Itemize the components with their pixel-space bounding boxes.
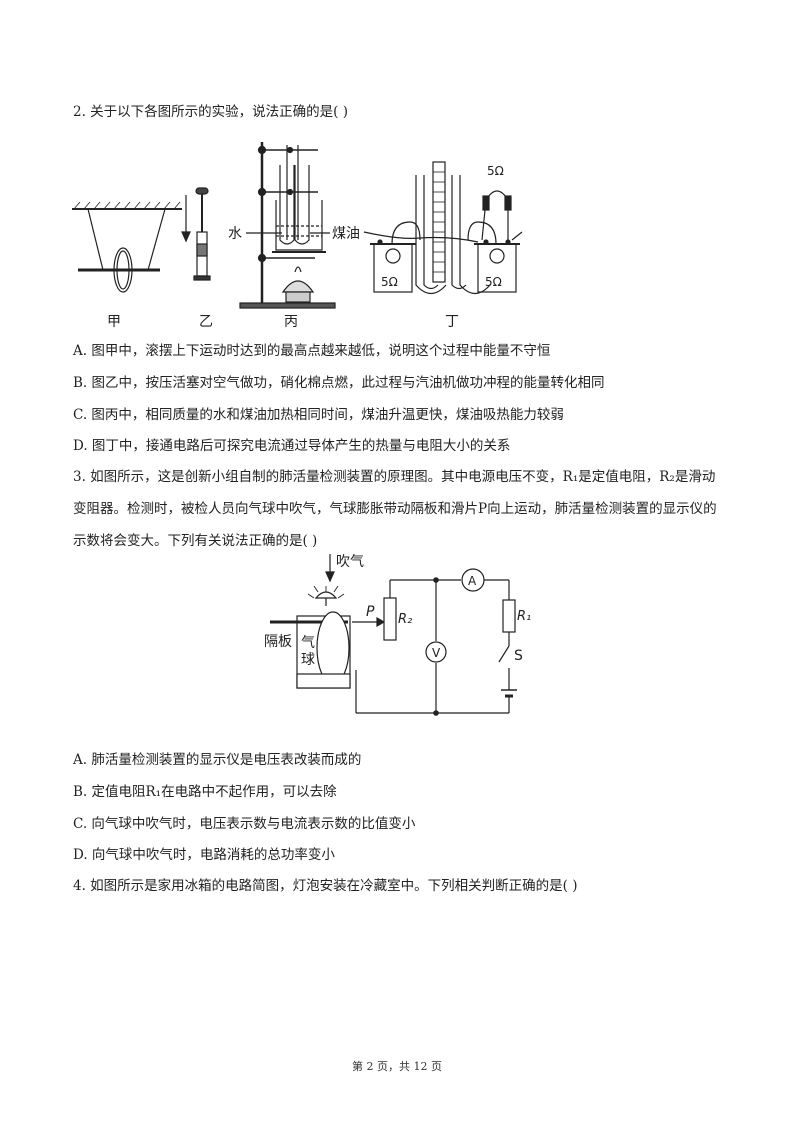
caption-bing: 丙: [284, 314, 298, 330]
q3-circuit-figure: 吹气 隔板 气 球 P R₂ R₁ A V S: [264, 554, 531, 716]
label-kerosene: 煤油: [332, 226, 360, 242]
label-r-left: 5Ω: [381, 275, 398, 289]
q2-figures: 水 煤油: [72, 142, 523, 330]
figure-bing-heating: [239, 142, 336, 309]
q2-option-d: D. 图丁中，接通电路后可探究电流通过导体产生的热量与电阻大小的关系: [73, 438, 511, 454]
q3-option-a: A. 肺活量检测装置的显示仪是电压表改装而成的: [73, 752, 362, 768]
label-voltmeter: V: [432, 646, 441, 660]
label-r1: R₁: [517, 609, 531, 624]
figure-ding-joule: [363, 161, 523, 295]
figure-yi-air-pump: [181, 187, 211, 281]
q3-stem: 3. 如图所示，这是创新小组自制的肺活量检测装置的原理图。其中电源电压不变，R₁…: [73, 469, 717, 549]
label-partition: 隔板: [264, 634, 292, 650]
caption-jia: 甲: [107, 314, 121, 330]
q3-option-b: B. 定值电阻R₁在电路中不起作用，可以去除: [73, 784, 337, 800]
label-switch: S: [514, 648, 523, 664]
label-balloon-2: 球: [301, 652, 315, 668]
q4-stem: 4. 如图所示是家用冰箱的电路简图，灯泡安装在冷藏室中。下列相关判断正确的是( …: [73, 878, 578, 894]
q2-option-c: C. 图丙中，相同质量的水和煤油加热相同时间，煤油升温更快，煤油吸热能力较弱: [73, 407, 564, 423]
q3-option-d: D. 向气球中吹气时，电路消耗的总功率变小: [73, 847, 335, 863]
label-ammeter: A: [468, 574, 477, 588]
q2-stem: 2. 关于以下各图所示的实验，说法正确的是( ): [73, 104, 348, 120]
caption-yi: 乙: [199, 314, 213, 330]
label-water: 水: [228, 226, 242, 242]
label-r2: R₂: [398, 612, 412, 627]
caption-ding: 丁: [445, 314, 459, 330]
label-r-right: 5Ω: [485, 275, 502, 289]
q2-option-b: B. 图乙中，按压活塞对空气做功，硝化棉点燃，此过程与汽油机做功冲程的能量转化相…: [73, 375, 605, 391]
label-r-top: 5Ω: [487, 164, 504, 178]
figure-jia-maxwell-wheel: [72, 201, 182, 293]
q2-option-a: A. 图甲中，滚摆上下运动时达到的最高点越来越低，说明这个过程中能量不守恒: [73, 343, 551, 359]
q3-option-c: C. 向气球中吹气时，电压表示数与电流表示数的比值变小: [73, 816, 416, 832]
label-balloon-1: 气: [301, 635, 315, 651]
label-slider-p: P: [366, 604, 375, 620]
label-blow: 吹气: [336, 554, 364, 570]
page-footer: 第 2 页，共 12 页: [352, 1060, 442, 1073]
